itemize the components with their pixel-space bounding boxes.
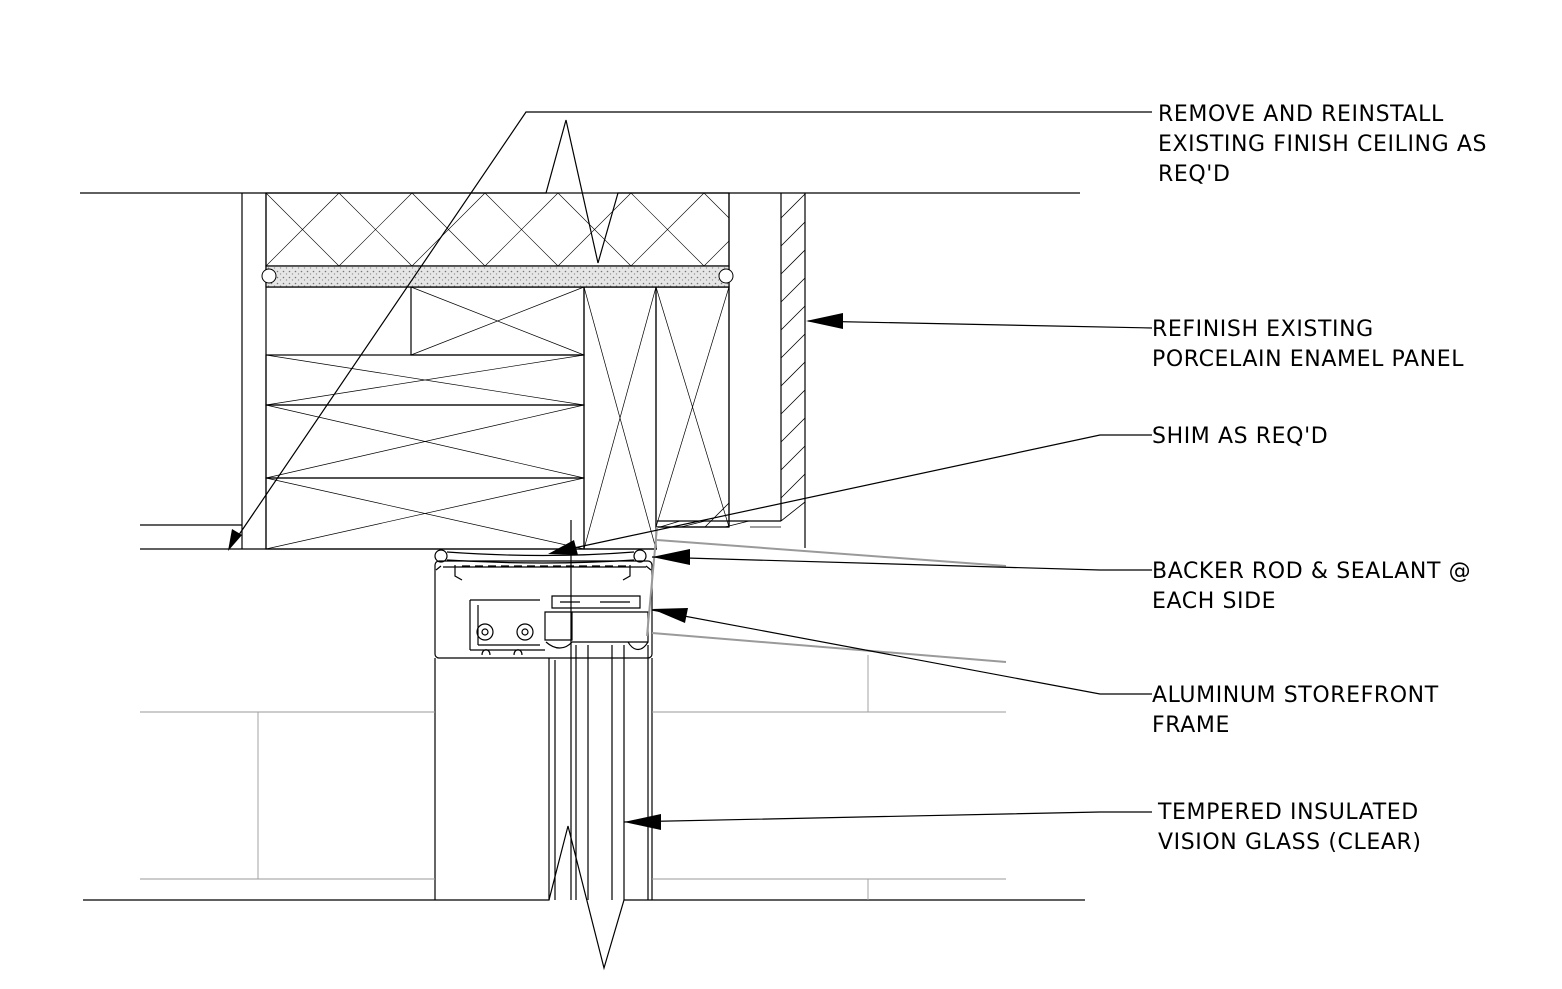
callout-glass-line-1: TEMPERED INSULATED (1158, 800, 1419, 825)
block-1-x (410, 286, 585, 356)
callout-ceiling-line-3: REQ'D (1158, 162, 1231, 187)
leader-glass (623, 811, 1152, 823)
insulation-x-hatch (265, 192, 730, 267)
callout-ceiling: REMOVE AND REINSTALL EXISTING FINISH CEI… (1158, 100, 1487, 190)
block-3-x (265, 404, 585, 479)
block-6-x (655, 286, 730, 528)
callout-panel-line-1: REFINISH EXISTING (1152, 317, 1374, 342)
callout-frame-line-2: FRAME (1152, 713, 1230, 738)
leader-sealant (651, 556, 1152, 571)
callout-sealant: BACKER ROD & SEALANT @ EACH SIDE (1152, 557, 1471, 617)
callout-shim: SHIM AS REQ'D (1152, 422, 1328, 452)
leader-arrowheads (228, 313, 843, 830)
arrow-frame (652, 608, 688, 623)
callout-ceiling-line-2: EXISTING FINISH CEILING AS (1158, 132, 1488, 157)
plaster-end-left (261, 268, 277, 284)
arrow-ceiling (228, 529, 242, 551)
frame-head-outline (434, 560, 653, 659)
callout-ceiling-line-1: REMOVE AND REINSTALL (1158, 102, 1444, 127)
arrow-glass (624, 814, 661, 830)
arrow-sealant (652, 549, 690, 565)
insulation-box (265, 192, 730, 267)
plaster-end-right (718, 268, 734, 284)
background-light-lines (140, 526, 1007, 900)
arrow-panel (806, 313, 843, 329)
arrow-shim (548, 540, 578, 555)
leader-shim (559, 434, 1152, 552)
callout-shim-line-1: SHIM AS REQ'D (1152, 424, 1329, 449)
callout-glass: TEMPERED INSULATED VISION GLASS (CLEAR) (1158, 798, 1422, 858)
block-5-x (583, 286, 657, 550)
floor-line-with-break (83, 825, 1085, 971)
callout-panel: REFINISH EXISTING PORCELAIN ENAMEL PANEL (1152, 315, 1464, 375)
callout-frame-line-1: ALUMINUM STOREFRONT (1152, 683, 1439, 708)
leader-frame (651, 609, 1152, 695)
leader-lines (231, 111, 1153, 823)
plaster-band (265, 265, 730, 288)
callout-sealant-line-2: EACH SIDE (1152, 589, 1277, 614)
callout-frame: ALUMINUM STOREFRONT FRAME (1152, 681, 1439, 741)
callout-glass-line-2: VISION GLASS (CLEAR) (1158, 830, 1422, 855)
block-2-x (265, 354, 585, 406)
structure-lines (80, 119, 1080, 550)
storefront-frame (434, 520, 653, 900)
callout-sealant-line-1: BACKER ROD & SEALANT @ (1152, 559, 1472, 584)
ceiling-line-with-break (80, 119, 1080, 264)
leader-panel (807, 320, 1153, 329)
callout-panel-line-2: PORCELAIN ENAMEL PANEL (1152, 347, 1465, 372)
leader-ceiling (231, 111, 1152, 546)
panel-hatch (659, 193, 806, 528)
block-4-x (265, 477, 585, 550)
